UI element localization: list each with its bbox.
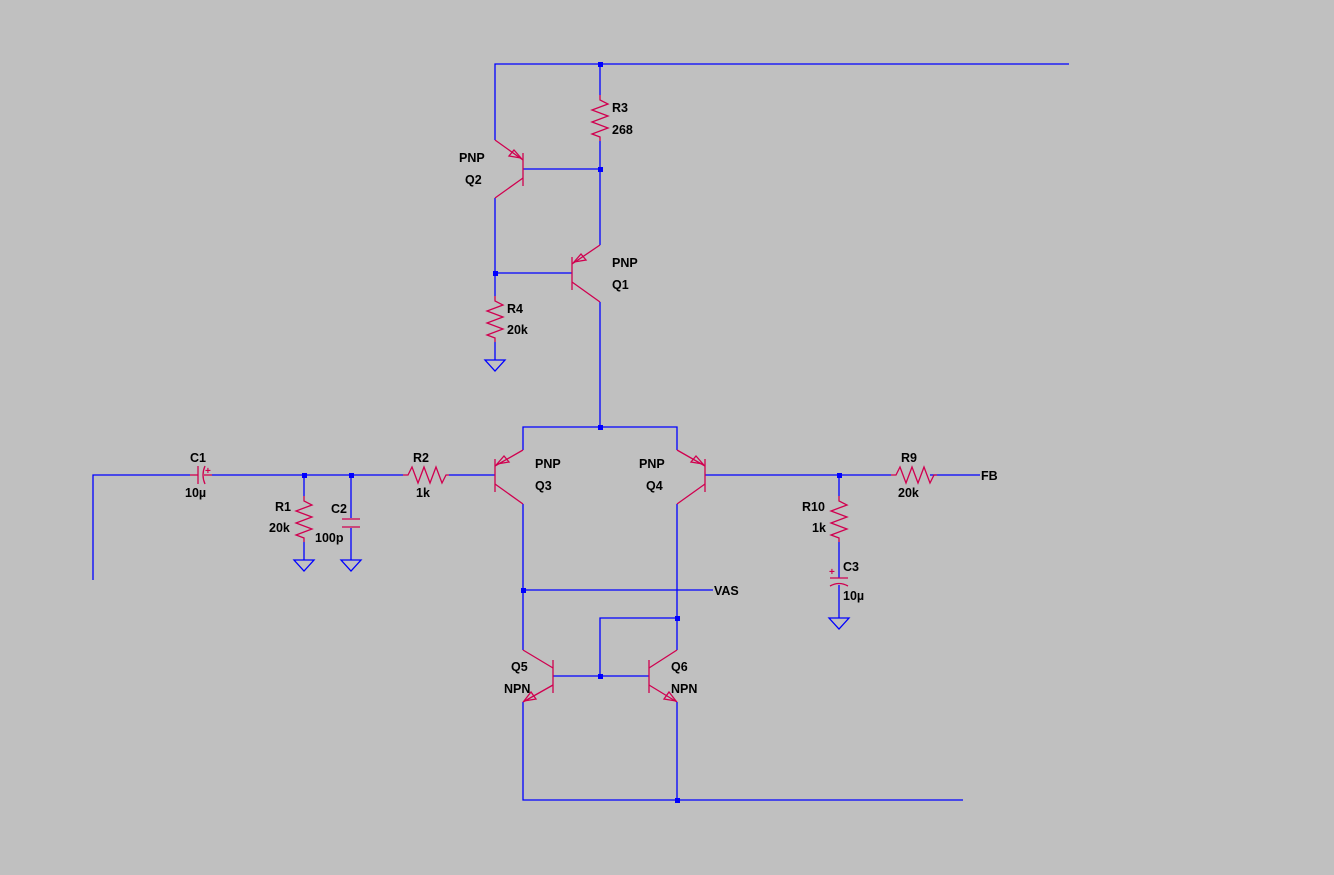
transistor-q6-collector xyxy=(648,649,678,669)
c1-value-label: 10µ xyxy=(185,486,206,500)
r1-value-label: 20k xyxy=(269,521,290,535)
q3-name-label: Q3 xyxy=(535,479,552,493)
junction-dot xyxy=(349,473,354,478)
transistor-q5-emitter xyxy=(522,684,554,703)
junction-dot xyxy=(675,616,680,621)
r3-name-label: R3 xyxy=(612,101,628,115)
vas-net-label: VAS xyxy=(714,584,739,598)
c2-value-label: 100p xyxy=(315,531,344,545)
capacitor-c2[interactable] xyxy=(342,518,360,528)
polarity-plus-icon: + xyxy=(205,466,211,477)
ground-icon xyxy=(827,617,851,630)
resistor-r1[interactable] xyxy=(294,496,314,542)
polarity-plus-icon: + xyxy=(829,567,835,578)
transistor-q3-collector xyxy=(494,483,524,505)
q1-name-label: Q1 xyxy=(612,278,629,292)
q2-name-label: Q2 xyxy=(465,173,482,187)
capacitor-c1-curved-plate xyxy=(202,465,206,485)
r2-name-label: R2 xyxy=(413,451,429,465)
q4-type-label: PNP xyxy=(639,457,665,471)
c3-value-label: 10µ xyxy=(843,589,864,603)
junction-dot xyxy=(598,425,603,430)
resistor-r10-body xyxy=(829,496,849,542)
r9-name-label: R9 xyxy=(901,451,917,465)
r3-value-label: 268 xyxy=(612,123,633,137)
q4-name-label: Q4 xyxy=(646,479,663,493)
q6-type-label: NPN xyxy=(671,682,697,696)
q1-type-label: PNP xyxy=(612,256,638,270)
transistor-q5-arrow xyxy=(522,690,538,702)
resistor-r4[interactable] xyxy=(485,296,505,342)
ground-icon xyxy=(339,559,363,572)
q3-type-label: PNP xyxy=(535,457,561,471)
wire-bottom-rail[interactable] xyxy=(522,702,963,801)
q2-type-label: PNP xyxy=(459,151,485,165)
junction-dot xyxy=(521,588,526,593)
q5-type-label: NPN xyxy=(504,682,530,696)
resistor-r3-body xyxy=(590,95,610,141)
r2-value-label: 1k xyxy=(416,486,430,500)
ground-icon xyxy=(483,359,507,372)
wires xyxy=(92,63,1069,801)
transistor-q3[interactable] xyxy=(494,449,524,505)
fb-net-label: FB xyxy=(981,469,998,483)
capacitor-c3-curved-plate xyxy=(829,582,849,587)
resistor-r9-body xyxy=(891,465,937,485)
r10-value-label: 1k xyxy=(812,521,826,535)
transistor-q2-emitter xyxy=(494,139,524,161)
r4-name-label: R4 xyxy=(507,302,523,316)
transistor-q6[interactable] xyxy=(648,649,678,703)
transistor-q6-arrow xyxy=(662,690,678,702)
resistor-r3[interactable] xyxy=(590,95,610,141)
c2-name-label: C2 xyxy=(331,502,347,516)
junction-dot xyxy=(675,798,680,803)
resistor-r10[interactable] xyxy=(829,496,849,542)
transistor-q4[interactable] xyxy=(676,449,706,505)
transistor-q1[interactable] xyxy=(571,244,601,303)
transistor-q2[interactable] xyxy=(494,139,524,199)
transistor-q2-arrow xyxy=(507,148,523,159)
transistor-q3-arrow xyxy=(495,454,511,465)
transistor-q4-arrow xyxy=(689,454,705,465)
r4-value-label: 20k xyxy=(507,323,528,337)
resistor-r9[interactable] xyxy=(891,465,937,485)
resistor-r4-body xyxy=(485,296,505,342)
transistor-q1-arrow xyxy=(572,252,588,263)
wire-input[interactable] xyxy=(92,474,190,580)
c3-name-label: C3 xyxy=(843,560,859,574)
transistor-q5-collector xyxy=(522,649,554,669)
capacitor-c3[interactable]: + xyxy=(829,567,849,587)
ground-icon xyxy=(292,559,316,572)
capacitor-c1[interactable]: + xyxy=(190,465,212,485)
ground-symbols xyxy=(292,359,851,630)
junctions xyxy=(302,62,842,803)
q6-name-label: Q6 xyxy=(671,660,688,674)
transistor-q1-collector xyxy=(571,281,601,303)
r1-name-label: R1 xyxy=(275,500,291,514)
resistor-r2-body xyxy=(403,465,449,485)
wire-mirror-diode[interactable] xyxy=(599,617,677,676)
r9-value-label: 20k xyxy=(898,486,919,500)
labels: R3 268 PNP Q2 PNP Q1 R4 20k C1 10µ R1 20… xyxy=(185,101,998,696)
junction-dot xyxy=(598,62,603,67)
r10-name-label: R10 xyxy=(802,500,825,514)
transistor-q6-emitter xyxy=(648,684,678,703)
wire-diff-pair-tail[interactable] xyxy=(522,426,678,450)
wire-top-rail[interactable] xyxy=(494,63,1069,140)
junction-dot xyxy=(493,271,498,276)
resistor-r1-body xyxy=(294,496,314,542)
resistor-r2[interactable] xyxy=(403,465,449,485)
junction-dot xyxy=(598,167,603,172)
junction-dot xyxy=(302,473,307,478)
transistor-q1-emitter xyxy=(571,244,601,265)
transistor-q2-collector xyxy=(494,177,524,199)
junction-dot xyxy=(837,473,842,478)
junction-dot xyxy=(598,674,603,679)
c1-name-label: C1 xyxy=(190,451,206,465)
q5-name-label: Q5 xyxy=(511,660,528,674)
transistor-q4-collector xyxy=(676,483,706,505)
transistor-q5[interactable] xyxy=(522,649,554,703)
